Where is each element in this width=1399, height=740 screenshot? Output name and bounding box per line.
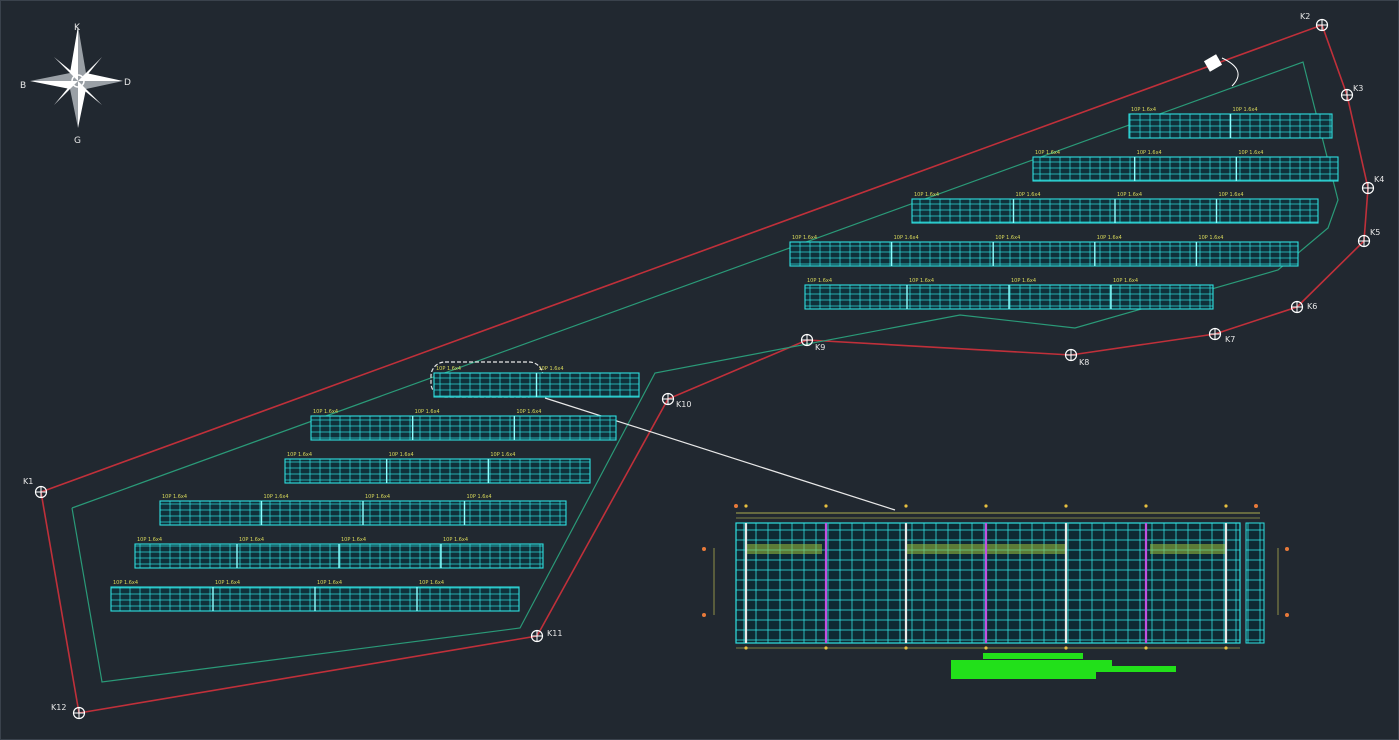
boundary-marker-label: K6	[1307, 302, 1317, 311]
panel-row-label: 10P 1.6x4	[1238, 150, 1263, 156]
panel-row-label: 10P 1.6x4	[490, 452, 515, 458]
panel-row-label: 10P 1.6x4	[807, 278, 832, 284]
boundary-marker-label: K11	[547, 629, 562, 638]
panel-row-label: 10P 1.6x4	[909, 278, 934, 284]
boundary-marker[interactable]: K10	[661, 392, 692, 410]
boundary-marker[interactable]: K11	[530, 629, 563, 643]
panel-row-label: 10P 1.6x4	[264, 494, 289, 500]
panel-row-label: 10P 1.6x4	[1137, 150, 1162, 156]
panel-row-label: 10P 1.6x4	[1131, 107, 1156, 113]
panel-row-label: 10P 1.6x4	[1233, 107, 1258, 113]
panel-row-label: 10P 1.6x4	[894, 235, 919, 241]
panel-row-label: 10P 1.6x4	[287, 452, 312, 458]
boundary-marker[interactable]: K8	[1064, 348, 1090, 368]
panel-row[interactable]: 10P 1.6x4 10P 1.6x4 10P 1.6x4 10P 1.6x4	[159, 494, 567, 526]
boundary-marker-label: K10	[676, 400, 691, 409]
panel-row[interactable]: 10P 1.6x4 10P 1.6x4 10P 1.6x4	[1032, 150, 1339, 182]
boundary-marker-label: K4	[1374, 175, 1384, 184]
panel-row-label: 10P 1.6x4	[389, 452, 414, 458]
panel-row-label: 10P 1.6x4	[1113, 278, 1138, 284]
boundary-marker[interactable]: K5	[1357, 228, 1381, 248]
panel-row[interactable]: 10P 1.6x4 10P 1.6x4 10P 1.6x4	[310, 409, 617, 441]
boundary-marker[interactable]: K6	[1290, 300, 1318, 314]
array-detail-drawing[interactable]	[702, 504, 1289, 650]
boundary-marker[interactable]: K2	[1300, 12, 1329, 32]
panel-row-label: 10P 1.6x4	[1117, 192, 1142, 198]
panel-row-label: 10P 1.6x4	[341, 537, 366, 543]
panel-row-label: 10P 1.6x4	[162, 494, 187, 500]
boundary-marker[interactable]: K9	[800, 333, 826, 353]
panel-row-label: 10P 1.6x4	[313, 409, 338, 415]
panel-row-label: 10P 1.6x4	[1097, 235, 1122, 241]
compass-west-label: B	[20, 81, 26, 91]
boundary-marker-label: K3	[1353, 84, 1363, 93]
boundary-marker-label: K12	[51, 703, 66, 712]
boundary-marker-label: K1	[23, 477, 33, 486]
panel-row-label: 10P 1.6x4	[215, 580, 240, 586]
panel-row-label: 10P 1.6x4	[419, 580, 444, 586]
boundary-marker[interactable]: K4	[1361, 175, 1385, 195]
boundary-marker[interactable]: K12	[51, 703, 86, 720]
panel-row-label: 10P 1.6x4	[1198, 235, 1223, 241]
panel-row-label: 10P 1.6x4	[516, 409, 541, 415]
boundary-marker-label: K8	[1079, 358, 1089, 367]
compass-east-label: D	[124, 78, 131, 88]
panel-row-label: 10P 1.6x4	[415, 409, 440, 415]
compass-north-label: K	[74, 23, 81, 33]
panel-row[interactable]: 10P 1.6x4 10P 1.6x4 10P 1.6x4 10P 1.6x4 10P …	[789, 235, 1299, 267]
boundary-marker[interactable]: K1	[23, 477, 48, 499]
panel-row-label: 10P 1.6x4	[317, 580, 342, 586]
boundary-marker-label: K2	[1300, 12, 1310, 21]
panel-row-label: 10P 1.6x4	[1016, 192, 1041, 198]
boundary-marker[interactable]: K3	[1340, 84, 1364, 102]
boundary-marker-label: K7	[1225, 335, 1235, 344]
panel-row-label: 10P 1.6x4	[436, 366, 461, 372]
compass-rose-icon	[30, 26, 123, 128]
panel-row[interactable]: 10P 1.6x4 10P 1.6x4	[1128, 107, 1333, 139]
setback-line[interactable]	[71, 61, 1339, 683]
panel-row[interactable]: 10P 1.6x4 10P 1.6x4 10P 1.6x4 10P 1.6x4	[804, 278, 1214, 310]
panel-row-label: 10P 1.6x4	[1219, 192, 1244, 198]
inverter-icon	[1203, 54, 1239, 87]
panel-row-label: 10P 1.6x4	[365, 494, 390, 500]
panel-row-label: 10P 1.6x4	[239, 537, 264, 543]
panel-row-label: 10P 1.6x4	[792, 235, 817, 241]
boundary-marker-label: K9	[815, 343, 825, 352]
panel-row-label: 10P 1.6x4	[914, 192, 939, 198]
panel-row[interactable]: 10P 1.6x4 10P 1.6x4 10P 1.6x4	[284, 452, 591, 484]
panel-row-label: 10P 1.6x4	[1035, 150, 1060, 156]
panel-row-label: 10P 1.6x4	[113, 580, 138, 586]
panel-row[interactable]: 10P 1.6x4 10P 1.6x4 10P 1.6x4 10P 1.6x4	[911, 192, 1319, 224]
compass-south-label: G	[74, 136, 81, 146]
panel-row-label: 10P 1.6x4	[1011, 278, 1036, 284]
panel-row[interactable]: 10P 1.6x4 10P 1.6x4	[433, 366, 640, 398]
detail-leader-line	[544, 397, 896, 511]
panel-row[interactable]: 10P 1.6x4 10P 1.6x4 10P 1.6x4 10P 1.6x4	[110, 580, 520, 612]
boundary-marker[interactable]: K7	[1208, 327, 1236, 345]
legend-bars	[951, 653, 1176, 679]
boundary-marker-label: K5	[1370, 228, 1380, 237]
panel-row-label: 10P 1.6x4	[443, 537, 468, 543]
panel-row-label: 10P 1.6x4	[467, 494, 492, 500]
panel-row-label: 10P 1.6x4	[539, 366, 564, 372]
panel-row[interactable]: 10P 1.6x4 10P 1.6x4 10P 1.6x4 10P 1.6x4	[134, 537, 544, 569]
panel-row-label: 10P 1.6x4	[137, 537, 162, 543]
panel-row-label: 10P 1.6x4	[995, 235, 1020, 241]
